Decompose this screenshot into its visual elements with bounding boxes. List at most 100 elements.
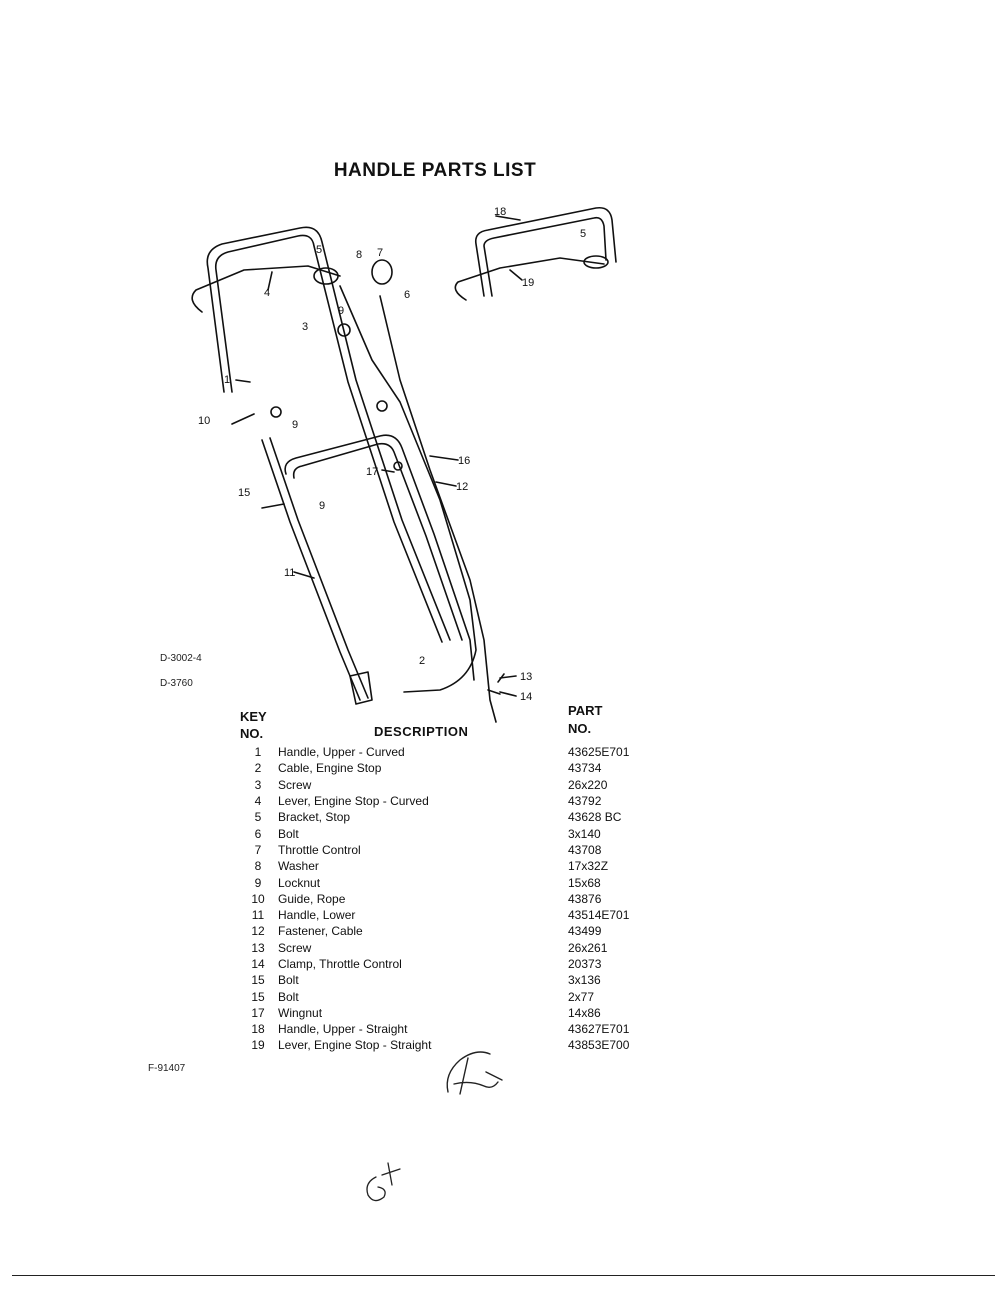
handle-exploded-diagram: 1 2 3 4 5 6 7 8 9 9 9 10 11 12 13 14 15 … — [191, 206, 617, 723]
part-number: 26x261 — [568, 940, 608, 955]
part-number: 43876 — [568, 891, 602, 906]
callout-5b: 5 — [580, 228, 586, 240]
handwritten-page-number — [366, 1162, 401, 1202]
diagram-callouts: 1 2 3 4 5 6 7 8 9 9 9 10 11 12 13 14 15 … — [198, 206, 586, 703]
part-number: 43499 — [568, 924, 602, 939]
part-description: Lever, Engine Stop - Straight — [278, 1038, 432, 1053]
callout-14: 14 — [520, 691, 532, 703]
part-key: 1 — [254, 745, 262, 760]
callout-12: 12 — [456, 481, 468, 493]
callout-5: 5 — [316, 244, 322, 256]
part-key: 13 — [251, 940, 265, 955]
table-row: 1 Handle, Upper - Curved 43625E701 — [238, 744, 678, 760]
part-key: 8 — [254, 859, 262, 874]
part-description: Cable, Engine Stop — [278, 761, 382, 776]
part-key: 9 — [254, 875, 262, 890]
part-description: Washer — [278, 859, 319, 874]
part-description: Throttle Control — [278, 842, 361, 857]
table-row: 7 Throttle Control 43708 — [238, 842, 678, 858]
part-key: 4 — [254, 794, 262, 809]
part-number: 3x136 — [568, 973, 601, 988]
part-key: 18 — [251, 1022, 265, 1037]
engine-stop-lever — [191, 265, 341, 313]
part-key: 7 — [254, 842, 262, 857]
part-description: Bolt — [278, 989, 299, 1004]
part-description: Lever, Engine Stop - Curved — [278, 794, 429, 809]
part-description: Screw — [278, 777, 312, 792]
part-key: 14 — [251, 957, 265, 971]
part-number: 43734 — [568, 761, 602, 776]
part-key: 10 — [251, 891, 265, 906]
part-key: 6 — [254, 826, 262, 841]
callout-1: 1 — [224, 374, 230, 386]
callout-6: 6 — [404, 289, 410, 301]
part-number: 17x32Z — [568, 859, 609, 874]
callout-13: 13 — [520, 671, 532, 683]
header-description: DESCRIPTION — [374, 724, 469, 739]
bottom-rule — [12, 1275, 995, 1276]
footer-drawing-number: F-91407 — [148, 1063, 186, 1074]
callout-9b: 9 — [292, 419, 298, 431]
callout-4: 4 — [264, 287, 270, 299]
part-description: Handle, Upper - Straight — [278, 1022, 408, 1037]
part-key: 15 — [251, 989, 265, 1004]
lower-handle-grip — [349, 671, 373, 705]
part-number: 14x86 — [568, 1005, 601, 1020]
part-number: 3x140 — [568, 826, 601, 841]
part-key: 11 — [251, 908, 265, 923]
part-description: Wingnut — [278, 1005, 323, 1020]
engine-stop-lever-straight — [454, 257, 605, 301]
callout-15: 15 — [238, 487, 250, 499]
callout-16: 16 — [458, 455, 470, 467]
part-description: Locknut — [278, 875, 321, 890]
lower-handle-crossbar — [284, 434, 475, 681]
part-description: Clamp, Throttle Control — [278, 957, 402, 971]
header-part-line1: PART — [568, 703, 603, 718]
part-key: 12 — [251, 924, 265, 939]
callout-8: 8 — [356, 249, 362, 261]
callout-9a: 9 — [338, 305, 344, 317]
table-row: 14 Clamp, Throttle Control 20373 — [238, 956, 678, 972]
header-part-line2: NO. — [568, 721, 592, 736]
callout-3: 3 — [302, 321, 308, 333]
part-number: 43627E701 — [568, 1022, 630, 1037]
part-number: 43853E700 — [568, 1038, 630, 1053]
upper-straight-handle-inner — [483, 216, 607, 297]
callout-9c: 9 — [319, 500, 325, 512]
lower-handle-crossbar-inner — [292, 442, 463, 641]
handwritten-initials — [446, 1051, 503, 1095]
drawing-number-2: D-3760 — [160, 678, 193, 689]
upper-curved-handle-outline — [206, 226, 451, 641]
lower-handle-left — [261, 439, 361, 701]
drawing-number-1: D-3002-4 — [160, 653, 202, 664]
callout-7: 7 — [377, 247, 383, 259]
table-row: 18 Handle, Upper - Straight 43627E701 — [238, 1021, 678, 1037]
header-key-line2: NO. — [240, 726, 264, 741]
engine-stop-cable — [339, 285, 477, 693]
part-number: 43708 — [568, 842, 602, 857]
table-row: 6 Bolt 3x140 — [238, 825, 678, 841]
table-row: 8 Washer 17x32Z — [238, 858, 678, 874]
part-description: Bolt — [278, 826, 299, 841]
part-description: Bolt — [278, 973, 299, 988]
part-description: Handle, Lower — [278, 908, 356, 923]
part-number: 20373 — [568, 957, 602, 971]
part-description: Handle, Upper - Curved — [278, 745, 405, 760]
part-number: 43628 BC — [568, 810, 622, 825]
table-row: 11 Handle, Lower 43514E701 — [238, 907, 678, 923]
part-number: 43625E701 — [568, 745, 630, 760]
part-number: 43514E701 — [568, 908, 630, 923]
upper-curved-handle-inner — [214, 234, 443, 643]
